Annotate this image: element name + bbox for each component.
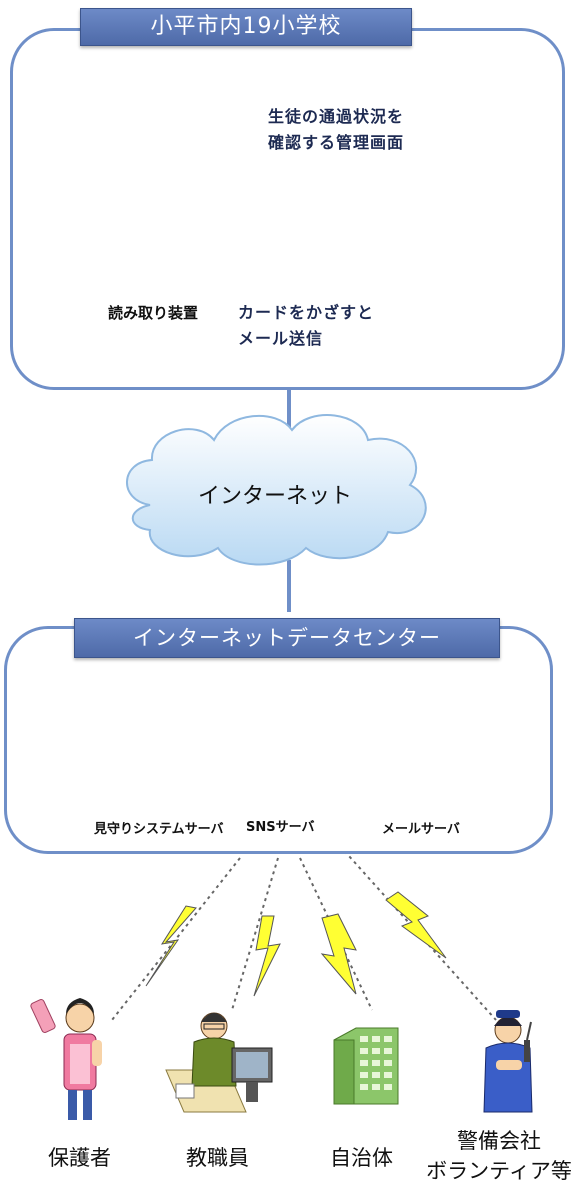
- school-title: 小平市内19小学校: [80, 8, 412, 46]
- callout-card-text: カードをかざすと メール送信: [238, 300, 388, 352]
- security-guard-graphic: [483, 1010, 533, 1113]
- callout-admin-line2: 確認する管理画面: [268, 133, 405, 152]
- parent-graphic: [30, 998, 102, 1120]
- recipient-1-label: 保護者: [48, 1146, 111, 1170]
- recipient-4-line2: ボランティア等: [426, 1159, 572, 1183]
- lightning-1-icon: [145, 905, 197, 987]
- callout-card-line1: カードをかざすと: [238, 303, 375, 322]
- server-1-label: 見守りシステムサーバ: [94, 822, 224, 837]
- school-panel: [10, 28, 565, 390]
- callout-admin-text: 生徒の通過状況を 確認する管理画面: [268, 104, 438, 156]
- server-3-label: メールサーバ: [382, 822, 460, 837]
- municipal-building-graphic: [333, 1027, 399, 1105]
- staff-graphic: [165, 1012, 273, 1113]
- lightning-2-icon: [253, 915, 281, 997]
- lightning-3-icon: [320, 913, 357, 995]
- internet-cloud-icon: [126, 414, 427, 566]
- recipient-4-label: 警備会社 ボランティア等: [420, 1126, 578, 1186]
- datacenter-panel: [4, 626, 553, 854]
- wireless-links: [111, 845, 497, 1021]
- lightning-4-icon: [385, 891, 447, 959]
- callout-admin-line1: 生徒の通過状況を: [268, 107, 405, 126]
- callout-card-line2: メール送信: [238, 329, 324, 348]
- datacenter-title: インターネットデータセンター: [74, 618, 500, 658]
- server-2-label: SNSサーバ: [246, 820, 315, 835]
- recipient-4-line1: 警備会社: [457, 1129, 541, 1153]
- internet-label: インターネット: [198, 484, 353, 509]
- recipient-3-label: 自治体: [330, 1146, 393, 1170]
- recipient-2-label: 教職員: [186, 1146, 249, 1170]
- reader-label: 読み取り装置: [108, 304, 199, 322]
